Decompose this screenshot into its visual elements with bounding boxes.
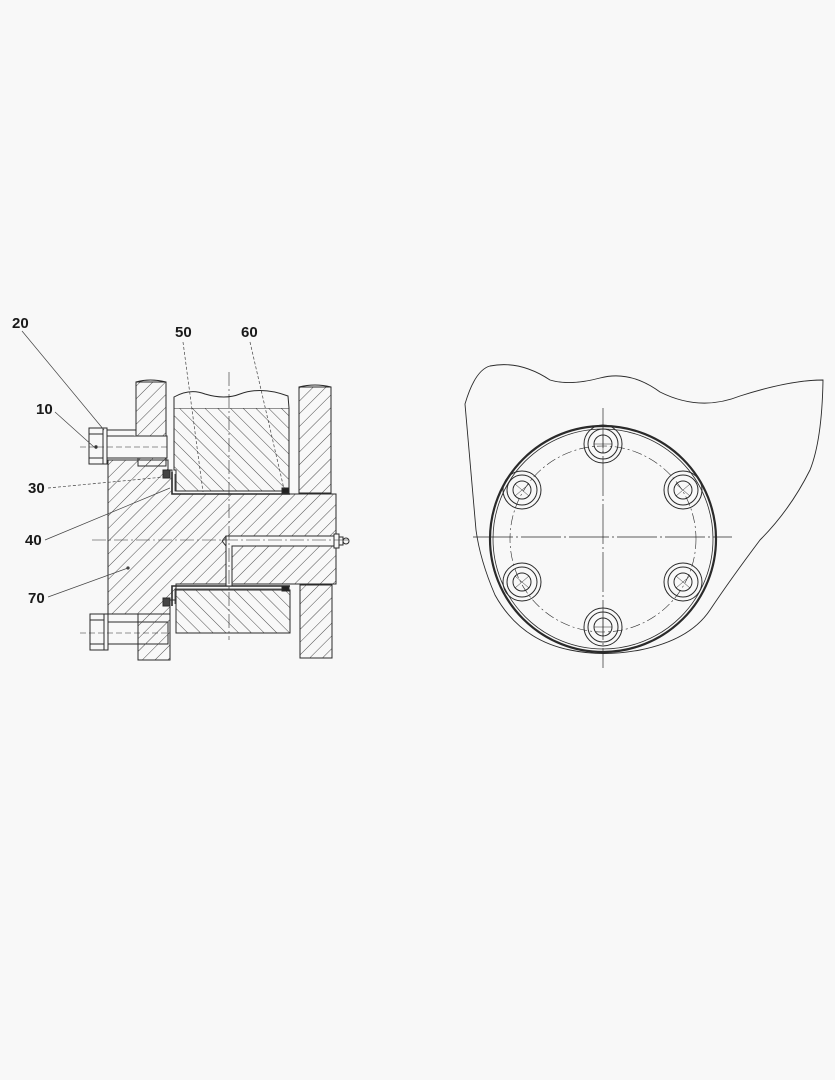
leader-60 (249, 341, 285, 490)
bolt-lower-right (663, 562, 703, 602)
label-20: 20 (12, 315, 29, 332)
grease-nipple (333, 533, 340, 549)
leader-10 (54, 411, 95, 448)
label-40: 40 (25, 532, 42, 549)
label-50: 50 (175, 324, 192, 341)
washer-20-upper (102, 427, 108, 465)
roller-upper (173, 390, 290, 492)
seal-60-upper (281, 487, 290, 494)
leader-50 (182, 341, 204, 493)
seal-30-lower (162, 597, 171, 607)
washer-lower (103, 613, 109, 651)
housing-wall-right (298, 384, 333, 659)
bolt-upper (80, 427, 170, 465)
bolt-upper-right (663, 470, 703, 510)
bolt-upper-left (502, 470, 542, 510)
leader-lines (21, 330, 285, 598)
label-60: 60 (241, 324, 258, 341)
leader-40 (44, 487, 171, 541)
leader-20 (21, 330, 105, 431)
bolt-lower (80, 613, 171, 661)
seal-60-lower (281, 585, 290, 592)
leader-30 (47, 476, 165, 489)
bolt-head-lower (89, 613, 105, 651)
bolt-lower-left (502, 562, 542, 602)
bolt-bottom (583, 607, 623, 647)
label-10: 10 (36, 401, 53, 418)
roller-lower (175, 589, 291, 634)
seals (162, 469, 290, 607)
housing-outline (464, 364, 824, 654)
seal-30-upper (162, 469, 171, 479)
cross-section-view (21, 330, 350, 661)
center-lines (92, 372, 350, 640)
bushing-sleeve (171, 472, 290, 606)
end-view (464, 364, 824, 668)
leader-70 (47, 567, 129, 598)
lubrication-channel (221, 533, 350, 587)
bolt-top (583, 424, 623, 464)
label-70: 70 (28, 590, 45, 607)
label-30: 30 (28, 480, 45, 497)
